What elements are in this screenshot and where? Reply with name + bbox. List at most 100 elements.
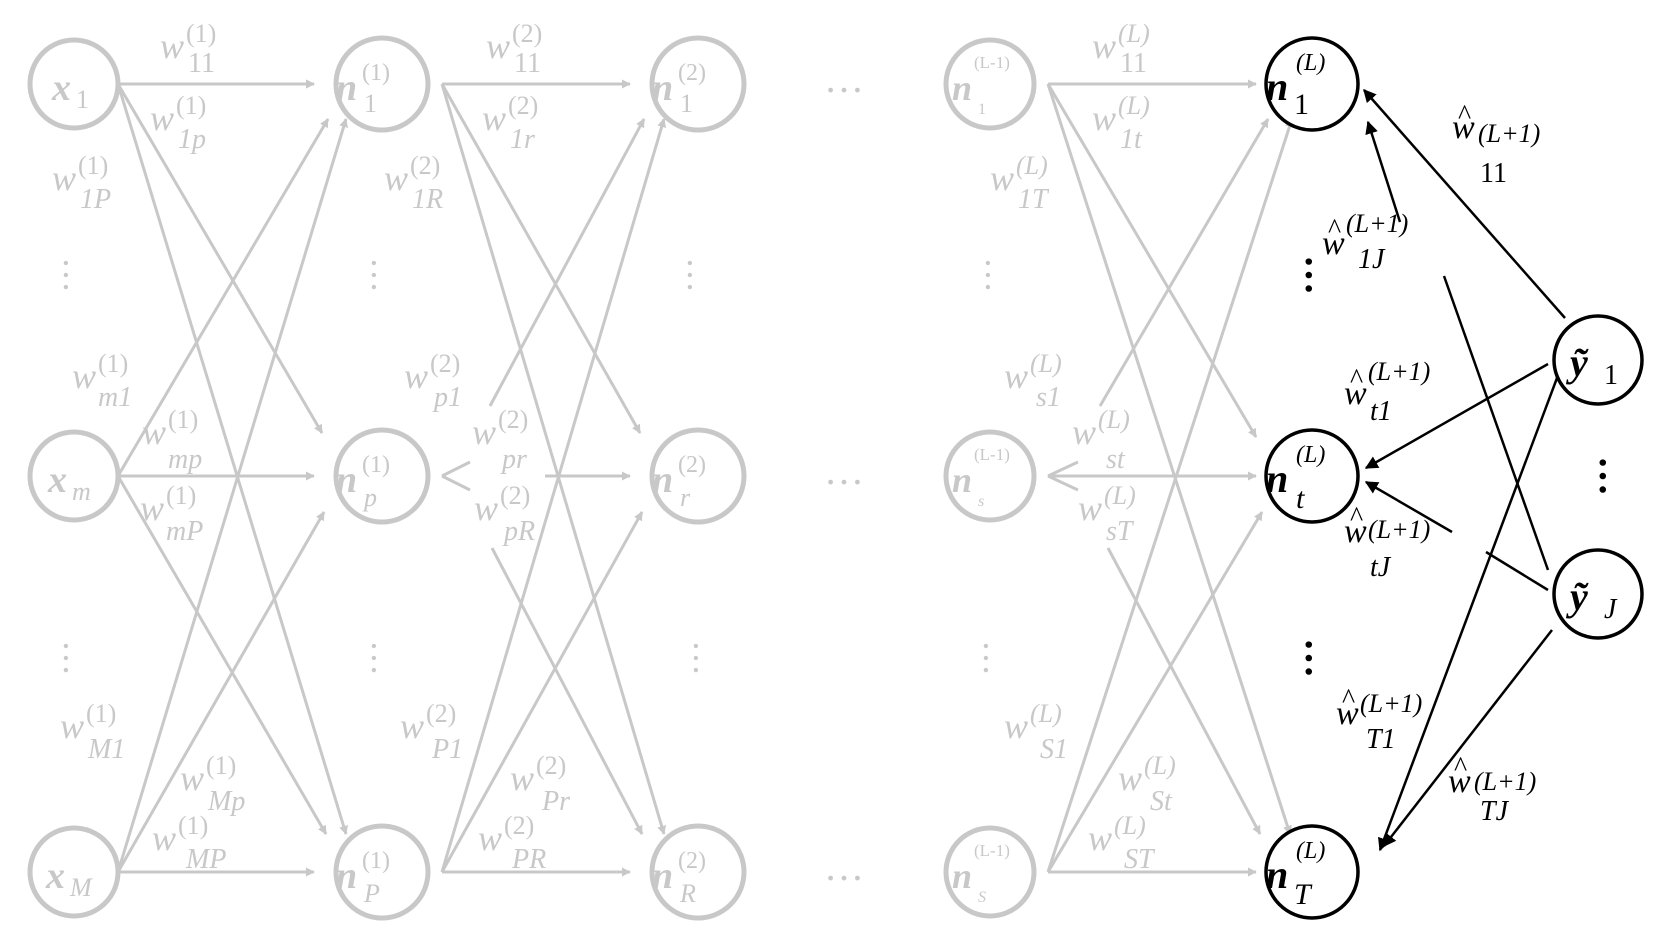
node-sub: J <box>1604 594 1618 625</box>
node-label: n <box>652 67 673 109</box>
svg-text:(1): (1) <box>168 405 198 434</box>
svg-text:(1): (1) <box>98 349 128 378</box>
svg-text:w: w <box>1088 818 1112 858</box>
svg-text:1T: 1T <box>1018 184 1050 215</box>
svg-text:(L): (L) <box>1118 19 1150 48</box>
svg-text:(L): (L) <box>1104 481 1136 510</box>
svg-text:TJ: TJ <box>1480 796 1510 827</box>
node-sup: (L) <box>1296 838 1325 864</box>
svg-text:(1): (1) <box>166 481 196 510</box>
svg-text:w: w <box>1336 695 1359 732</box>
weight-label: w (L) sT <box>1078 481 1136 547</box>
weight-label: w (2) p1 <box>404 349 462 413</box>
weight-label: w (L) 11 <box>1092 19 1150 79</box>
svg-text:11: 11 <box>514 48 541 79</box>
node-sup: (L-1) <box>974 53 1010 72</box>
svg-text:(2): (2) <box>498 405 528 434</box>
node-sub: p <box>362 483 377 512</box>
weight-label: w ^ (L+1) 11 <box>1452 100 1540 189</box>
weight-label: w (L) s1 <box>1004 349 1062 413</box>
weight-label: w (1) M1 <box>60 699 125 765</box>
svg-text:(1): (1) <box>178 811 208 840</box>
svg-text:w: w <box>1072 412 1096 452</box>
hidden2-node-r: n (2) r <box>649 427 747 525</box>
weight-label: w (2) 1R <box>384 151 443 215</box>
vertical-ellipsis: … <box>364 640 404 676</box>
horizontal-ellipsis: … <box>824 56 864 101</box>
svg-text:ST: ST <box>1124 844 1156 875</box>
node-sup: (2) <box>678 452 706 478</box>
node-label: x <box>47 459 67 501</box>
output-node-1: ỹ 1 <box>1552 314 1644 406</box>
svg-text:w: w <box>1344 375 1367 412</box>
svg-text:w: w <box>478 818 502 858</box>
svg-text:w: w <box>60 706 84 746</box>
node-sub: R <box>679 879 696 908</box>
svg-text:MP: MP <box>185 844 226 875</box>
svg-text:w: w <box>1092 98 1116 138</box>
weight-label: w (L) st <box>1072 405 1130 475</box>
svg-text:w: w <box>160 26 184 66</box>
svg-text:mp: mp <box>168 444 202 475</box>
node-sub: 1 <box>364 89 377 118</box>
svg-text:(2): (2) <box>430 349 460 378</box>
svg-text:M1: M1 <box>87 734 125 765</box>
node-sup: (L-1) <box>974 841 1010 860</box>
node-sup: (L-1) <box>974 445 1010 464</box>
node-sup: (2) <box>678 848 706 874</box>
svg-text:w: w <box>486 26 510 66</box>
node-label: n <box>952 68 972 108</box>
node-label: ỹ <box>1566 340 1589 385</box>
node-label: x <box>45 855 65 897</box>
weight-label: w (L) St <box>1118 751 1176 817</box>
svg-text:w: w <box>1452 109 1475 146</box>
output-node-J: ỹ J <box>1552 548 1644 640</box>
svg-text:w: w <box>1448 763 1471 800</box>
svg-text:1p: 1p <box>178 124 206 155</box>
edges-layer1 <box>116 79 348 877</box>
svg-text:t1: t1 <box>1370 396 1392 427</box>
weight-label: w (2) pr <box>472 405 528 475</box>
svg-text:(2): (2) <box>536 751 566 780</box>
hiddenL-node-t: n (L) t <box>1264 428 1360 524</box>
weight-label: w ^ (L+1) TJ <box>1448 752 1536 827</box>
svg-text:(L): (L) <box>1118 91 1150 120</box>
weight-label: w (2) pR <box>474 481 535 547</box>
svg-text:^: ^ <box>1454 752 1467 783</box>
node-label: n <box>1266 64 1288 109</box>
svg-text:(L): (L) <box>1144 751 1176 780</box>
svg-text:(2): (2) <box>512 19 542 48</box>
svg-text:(1): (1) <box>206 751 236 780</box>
node-sup: (L) <box>1296 442 1325 468</box>
input-node-1: x 1 <box>27 37 121 131</box>
weight-label: w (2) 1r <box>482 91 538 155</box>
svg-text:^: ^ <box>1350 502 1363 533</box>
svg-text:(1): (1) <box>176 91 206 120</box>
node-sub: s <box>978 493 984 510</box>
svg-text:w: w <box>474 488 498 528</box>
weight-label: w ^ (L+1) tJ <box>1344 502 1430 583</box>
weight-label: w (1) mp <box>142 405 202 475</box>
hidden2-node-R: n (2) R <box>649 823 747 921</box>
svg-text:1t: 1t <box>1120 124 1143 155</box>
svg-text:w: w <box>1004 706 1028 746</box>
svg-text:(L+1): (L+1) <box>1368 515 1430 544</box>
vertical-ellipsis: … <box>1297 638 1342 678</box>
svg-text:pR: pR <box>502 516 535 547</box>
svg-text:w: w <box>1344 513 1367 550</box>
svg-text:T1: T1 <box>1366 724 1396 755</box>
weight-label: w (1) m1 <box>72 349 132 413</box>
input-node-m: x m <box>27 429 121 523</box>
node-sub: M <box>69 873 93 902</box>
svg-text:(L+1): (L+1) <box>1478 119 1540 148</box>
svg-text:w: w <box>72 356 96 396</box>
node-label: n <box>652 459 673 501</box>
svg-text:1J: 1J <box>1358 244 1386 275</box>
svg-text:pr: pr <box>500 444 527 475</box>
node-sup: (2) <box>678 60 706 86</box>
svg-text:w: w <box>140 488 164 528</box>
weight-label: w (2) 11 <box>486 19 542 79</box>
svg-text:(L+1): (L+1) <box>1368 357 1430 386</box>
weight-label: w (2) PR <box>478 811 546 875</box>
svg-text:w: w <box>152 818 176 858</box>
